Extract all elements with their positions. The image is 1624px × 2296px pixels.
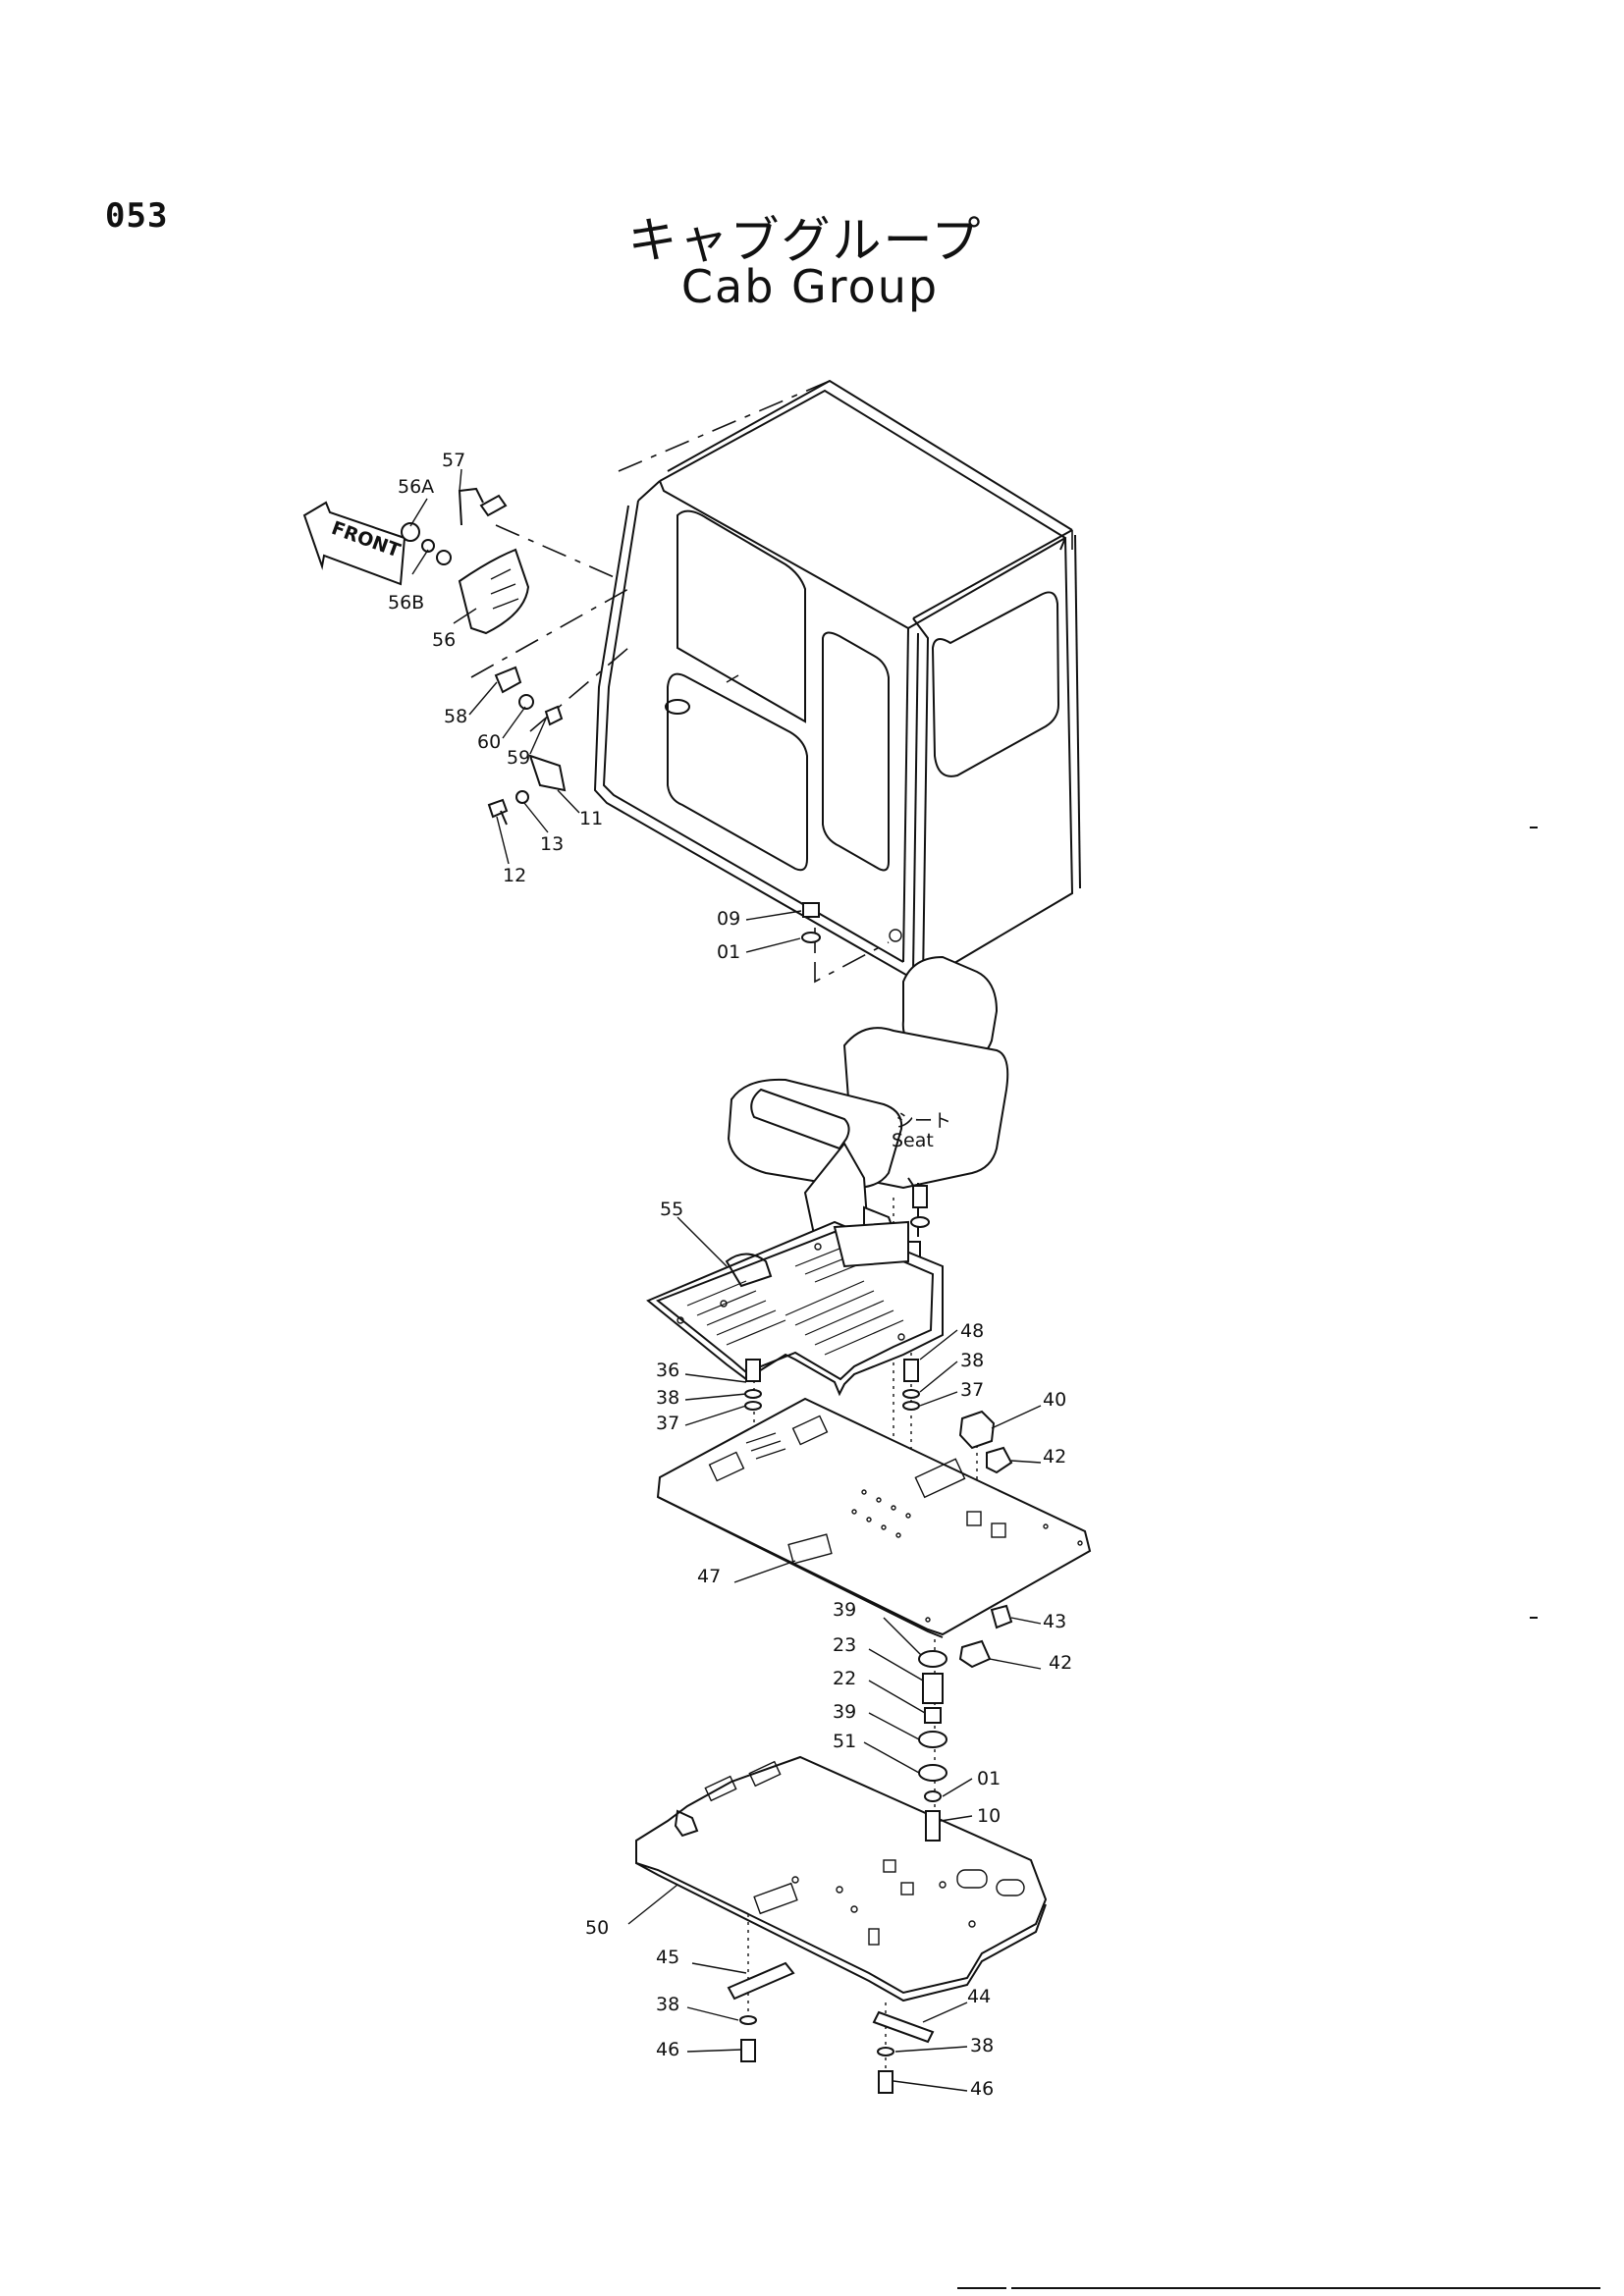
part-label: 36 (656, 1360, 679, 1381)
part-label: 11 (579, 808, 603, 829)
part-label: 22 (833, 1668, 856, 1689)
part-label: 56B (388, 592, 424, 614)
part-label: 37 (960, 1379, 984, 1401)
part-label: 01 (977, 1768, 1001, 1789)
base-plate (635, 1755, 1048, 2002)
part-label: 40 (1043, 1389, 1066, 1411)
floor-mat (646, 1220, 944, 1397)
part-label: 59 (507, 747, 530, 769)
plate-bolts (744, 1359, 920, 1411)
part-label: 58 (444, 706, 467, 727)
part-label: 48 (960, 1320, 984, 1342)
part-label: 09 (717, 908, 740, 930)
front-arrow (302, 501, 406, 586)
part-label: 38 (656, 1387, 679, 1409)
seat-label-jp: シート (895, 1110, 951, 1132)
part-label: 51 (833, 1731, 856, 1752)
mount-stack (918, 1650, 947, 1842)
part-label: 47 (697, 1566, 721, 1587)
part-label: 42 (1043, 1446, 1066, 1468)
part-label: 60 (477, 731, 501, 753)
part-label: 43 (1043, 1611, 1066, 1632)
nut-washer-top (801, 902, 821, 943)
leader-lines (470, 380, 1073, 2071)
part-label: 39 (833, 1599, 856, 1621)
part-label: 45 (656, 1947, 679, 1968)
title-english: Cab Group (680, 260, 940, 313)
page-number: 053 (105, 196, 169, 236)
label-leaders (409, 468, 1042, 2092)
latch-parts (487, 666, 567, 826)
part-label: 38 (656, 1994, 679, 2015)
part-number-labels: 57 56A 56B 56 58 60 59 11 13 12 09 01 55… (388, 450, 1072, 2100)
part-label: 50 (585, 1917, 609, 1939)
title-japanese: キャブグループ (627, 212, 983, 269)
seat-label-en: Seat (892, 1130, 934, 1151)
part-label: 57 (442, 450, 465, 471)
part-label: 38 (970, 2035, 994, 2056)
part-label: 44 (967, 1986, 991, 2007)
footer-rule (957, 2287, 1006, 2289)
footer-rule (1011, 2287, 1600, 2289)
part-label: 12 (503, 865, 526, 886)
part-label: 13 (540, 833, 564, 855)
part-label: 46 (970, 2078, 994, 2100)
lower-brackets (727, 1961, 935, 2094)
part-label: 38 (960, 1350, 984, 1371)
part-label: 10 (977, 1805, 1001, 1827)
part-label: 46 (656, 2039, 679, 2060)
floor-plate (656, 1397, 1092, 1638)
cab-body (593, 379, 1081, 983)
part-label: 56 (432, 629, 456, 651)
part-label: 37 (656, 1413, 679, 1434)
part-label: 01 (717, 941, 740, 963)
part-label: 42 (1049, 1652, 1072, 1674)
part-label: 56A (398, 476, 434, 498)
part-label: 55 (660, 1199, 683, 1220)
part-label: 39 (833, 1701, 856, 1723)
rubber-mounts (958, 1410, 1013, 1669)
mirror-assembly (401, 487, 530, 635)
part-label: 23 (833, 1634, 856, 1656)
